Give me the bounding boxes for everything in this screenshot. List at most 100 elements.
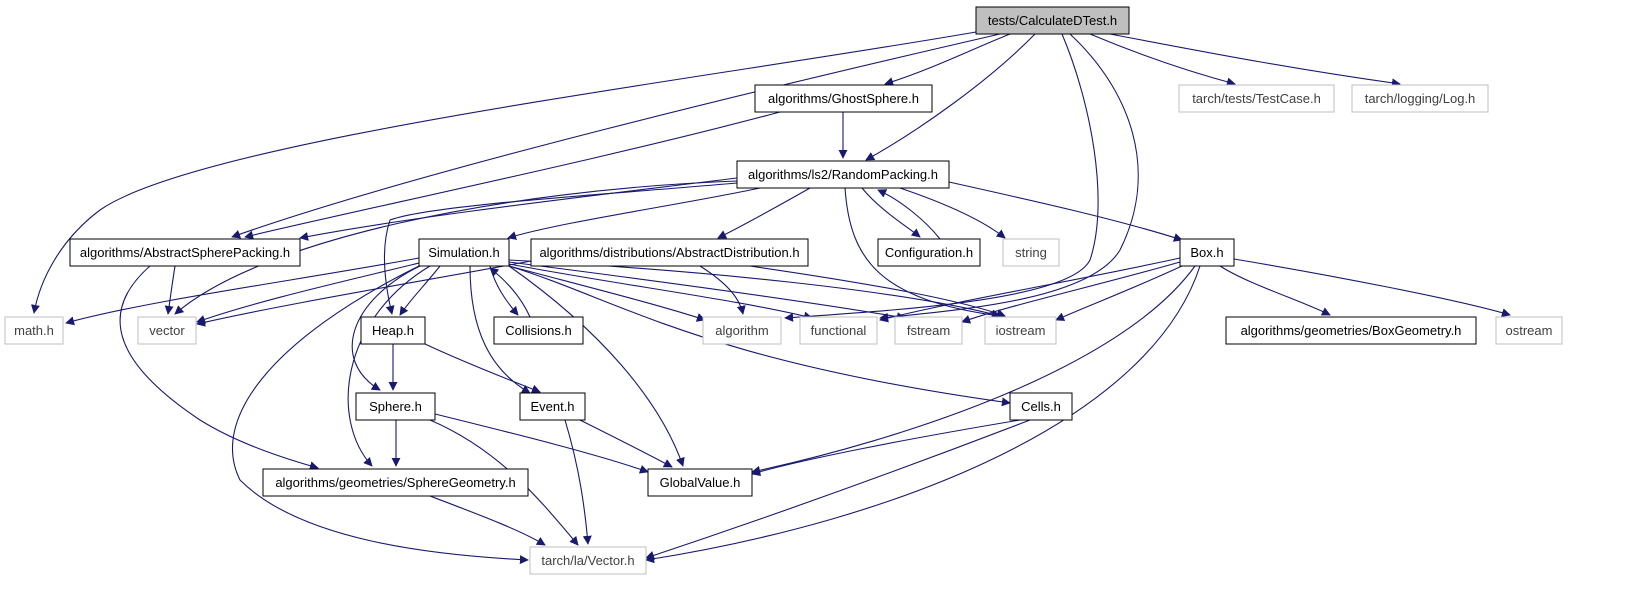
node-label: Configuration.h — [885, 245, 973, 260]
node-label: iostream — [996, 323, 1046, 338]
node-box — [647, 468, 753, 497]
node-label: Event.h — [530, 399, 574, 414]
edge-spheregeom-to-vec — [429, 495, 546, 546]
node-boxgeom[interactable]: algorithms/geometries/BoxGeometry.h — [1225, 316, 1477, 345]
edge-sim-to-heap — [399, 265, 441, 316]
edge-sim-to-gv — [508, 265, 685, 467]
node-label: Cells.h — [1021, 399, 1061, 414]
node-event[interactable]: Event.h — [519, 392, 586, 421]
edge-calcd-to-testcase — [1089, 33, 1236, 87]
edge-rp-to-asp — [299, 177, 738, 241]
node-log: tarch/logging/Log.h — [1351, 84, 1489, 113]
edge-sim-to-math — [65, 257, 420, 326]
edge-ghost-to-asp — [244, 111, 781, 240]
edge-calcd-to-ghost — [884, 33, 1011, 86]
nodes-layer: tests/CalculateDTest.h algorithms/GhostSp… — [4, 6, 1563, 575]
node-ostream: ostream — [1495, 316, 1563, 345]
node-config[interactable]: Configuration.h — [877, 238, 981, 267]
node-label: algorithms/GhostSphere.h — [768, 91, 919, 106]
edge-box-to-gv — [751, 265, 1196, 475]
node-box — [894, 316, 963, 345]
edge-sim-to-algorithm — [508, 265, 706, 322]
node-label: Sphere.h — [369, 399, 422, 414]
node-box — [530, 238, 809, 267]
node-box — [984, 316, 1057, 345]
node-spheregeom[interactable]: algorithms/geometries/SphereGeometry.h — [262, 468, 529, 497]
node-coll[interactable]: Collisions.h — [493, 316, 584, 345]
node-ad[interactable]: algorithms/distributions/AbstractDistrib… — [530, 238, 809, 267]
node-box — [493, 316, 584, 345]
node-box — [877, 238, 981, 267]
node-algorithm: algorithm — [702, 316, 782, 345]
node-label: algorithms/ls2/RandomPacking.h — [748, 167, 938, 182]
node-iostream: iostream — [984, 316, 1057, 345]
node-box — [355, 392, 436, 421]
node-box — [1225, 316, 1477, 345]
edge-sim-to-event — [469, 265, 531, 394]
edge-heap-to-event — [424, 343, 541, 394]
edge-rp-to-ad — [717, 187, 811, 239]
node-label: math.h — [14, 323, 54, 338]
edge-sim-to-fstream — [508, 261, 906, 322]
node-cells[interactable]: Cells.h — [1009, 392, 1073, 421]
node-sim[interactable]: Simulation.h — [418, 238, 510, 267]
node-box — [1179, 238, 1235, 267]
node-label: ostream — [1506, 323, 1553, 338]
node-box — [1351, 84, 1489, 113]
edge-ad-to-iostream — [749, 265, 1006, 318]
node-testcase: tarch/tests/TestCase.h — [1178, 84, 1335, 113]
node-box — [262, 468, 529, 497]
node-asp[interactable]: algorithms/AbstractSpherePacking.h — [69, 238, 301, 267]
edge-coll-to-sim — [489, 267, 531, 318]
edge-sim-to-sphere — [351, 265, 421, 391]
node-box — [799, 316, 878, 345]
edge-sim-to-iostream — [508, 259, 1001, 319]
node-calcd[interactable]: tests/CalculateDTest.h — [975, 6, 1130, 35]
node-label: tarch/tests/TestCase.h — [1192, 91, 1321, 106]
edge-calcd-to-algorithm — [784, 33, 1099, 322]
node-label: string — [1015, 245, 1047, 260]
node-functional: functional — [799, 316, 878, 345]
edge-cells-to-vec — [645, 419, 1031, 560]
edge-sim-to-vec — [231, 265, 529, 565]
node-ghost[interactable]: algorithms/GhostSphere.h — [754, 84, 933, 113]
node-label: GlobalValue.h — [660, 475, 741, 490]
node-box — [137, 316, 197, 345]
edge-calcd-to-asp — [231, 33, 1001, 239]
node-box — [4, 316, 64, 345]
edge-config-to-rp — [877, 189, 941, 240]
node-box[interactable]: Box.h — [1179, 238, 1235, 267]
node-label: fstream — [907, 323, 950, 338]
node-vector: vector — [137, 316, 197, 345]
edge-cells-to-gv — [751, 419, 1021, 477]
node-fstream: fstream — [894, 316, 963, 345]
node-rp[interactable]: algorithms/ls2/RandomPacking.h — [736, 160, 950, 189]
edge-sim-to-vector — [196, 262, 420, 324]
edge-box-to-boxgeom — [1219, 265, 1331, 316]
node-math: math.h — [4, 316, 64, 345]
node-box — [418, 238, 510, 267]
edge-ad-to-vector — [196, 260, 532, 327]
edges-layer — [31, 31, 1511, 565]
node-heap[interactable]: Heap.h — [360, 316, 426, 345]
edge-box-to-vec — [645, 265, 1201, 564]
edge-calcd-to-math — [31, 31, 977, 314]
node-label: Collisions.h — [505, 323, 571, 338]
node-label: tarch/la/Vector.h — [541, 553, 634, 568]
node-label: Simulation.h — [428, 245, 500, 260]
node-box — [754, 84, 933, 113]
edge-box-to-iostream — [1055, 265, 1183, 321]
node-label: algorithms/distributions/AbstractDistrib… — [539, 245, 799, 260]
node-sphere[interactable]: Sphere.h — [355, 392, 436, 421]
node-gv[interactable]: GlobalValue.h — [647, 468, 753, 497]
edge-rp-to-string — [899, 187, 1006, 239]
node-box — [1009, 392, 1073, 421]
node-box — [69, 238, 301, 267]
node-label: vector — [149, 323, 185, 338]
edge-sphere-to-gv — [434, 413, 649, 474]
node-box — [360, 316, 426, 345]
node-box — [975, 6, 1130, 35]
node-box — [736, 160, 950, 189]
node-box — [529, 546, 647, 575]
edge-asp-to-spheregeom — [119, 265, 319, 471]
